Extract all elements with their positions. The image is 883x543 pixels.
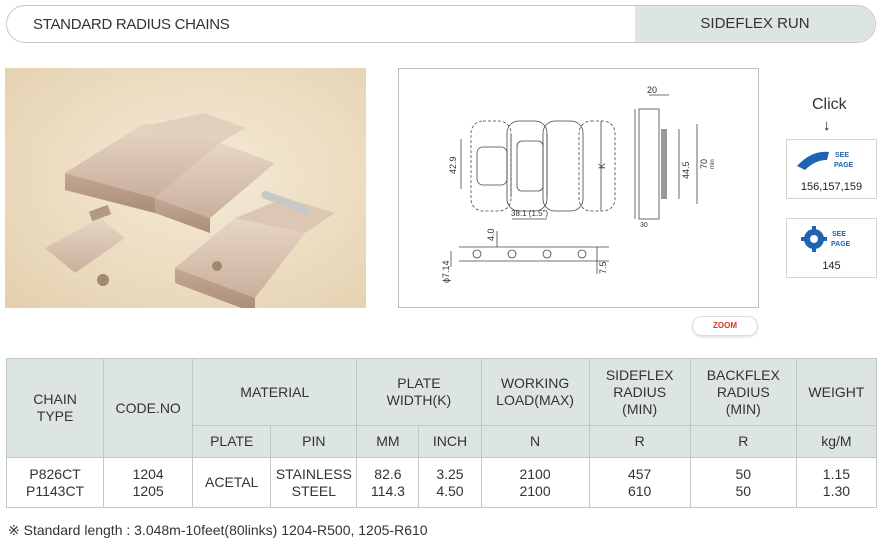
dim-min: min (710, 159, 716, 169)
subheader-mm: MM (356, 425, 420, 458)
dim-7-14: ϕ7.14 (441, 260, 451, 283)
click-label: Click (812, 96, 847, 113)
dim-30: 30 (640, 222, 648, 229)
dim-70: 70 (699, 159, 709, 169)
header-weight: WEIGHT (795, 358, 878, 426)
cell-plate: ACETAL (192, 457, 272, 508)
dim-7-5: 7.5 (598, 261, 608, 274)
page-label-2: PAGE (831, 241, 851, 248)
dim-4-0: 4.0 (486, 228, 496, 241)
sideflex-run-tab[interactable]: SIDEFLEX RUN (635, 6, 875, 42)
dimension-drawing: 42.9 K 20 44.5 70 min 30 38.1 (1.5") 4.0… (441, 85, 716, 283)
header-code-no: CODE.NO (103, 358, 194, 458)
see-label-1: SEE (835, 152, 849, 159)
technical-drawing[interactable]: 42.9 K 20 44.5 70 min 30 38.1 (1.5") 4.0… (398, 68, 759, 308)
title-bar: STANDARD RADIUS CHAINS SIDEFLEX RUN (6, 5, 876, 43)
dim-20: 20 (647, 85, 657, 95)
subheader-inch: INCH (418, 425, 482, 458)
see-page-link-1[interactable]: SEE PAGE 156,157,159 (786, 139, 877, 199)
down-arrow-icon: ↓ (823, 117, 831, 134)
subheader-n: N (480, 425, 590, 458)
see-pages-1: 156,157,159 (800, 181, 863, 193)
see-page-gear-icon: SEE PAGE (801, 226, 851, 252)
category-title: STANDARD RADIUS CHAINS (33, 16, 230, 33)
see-pages-2: 145 (822, 260, 841, 272)
standard-length-note: ※ Standard length : 3.048m-10feet(80link… (8, 522, 428, 538)
subheader-pin: PIN (270, 425, 358, 458)
subheader-kgm: kg/M (795, 425, 878, 458)
subheader-r-sideflex: R (588, 425, 691, 458)
header-material: MATERIAL (192, 358, 358, 426)
dim-44-5: 44.5 (681, 161, 691, 179)
chain-illustration (45, 113, 335, 308)
see-page-link-2[interactable]: SEE PAGE 145 (786, 218, 877, 278)
product-photo (5, 68, 366, 308)
dim-42-9: 42.9 (448, 156, 458, 174)
dim-k: K (597, 163, 607, 169)
subheader-plate: PLATE (192, 425, 272, 458)
page-label-1: PAGE (834, 162, 854, 169)
subheader-r-backflex: R (689, 425, 797, 458)
see-page-icon: SEE PAGE (797, 151, 854, 170)
dim-38-1: 38.1 (1.5") (511, 209, 548, 218)
see-label-2: SEE (832, 231, 846, 238)
zoom-button[interactable]: ZOOM (692, 316, 758, 336)
